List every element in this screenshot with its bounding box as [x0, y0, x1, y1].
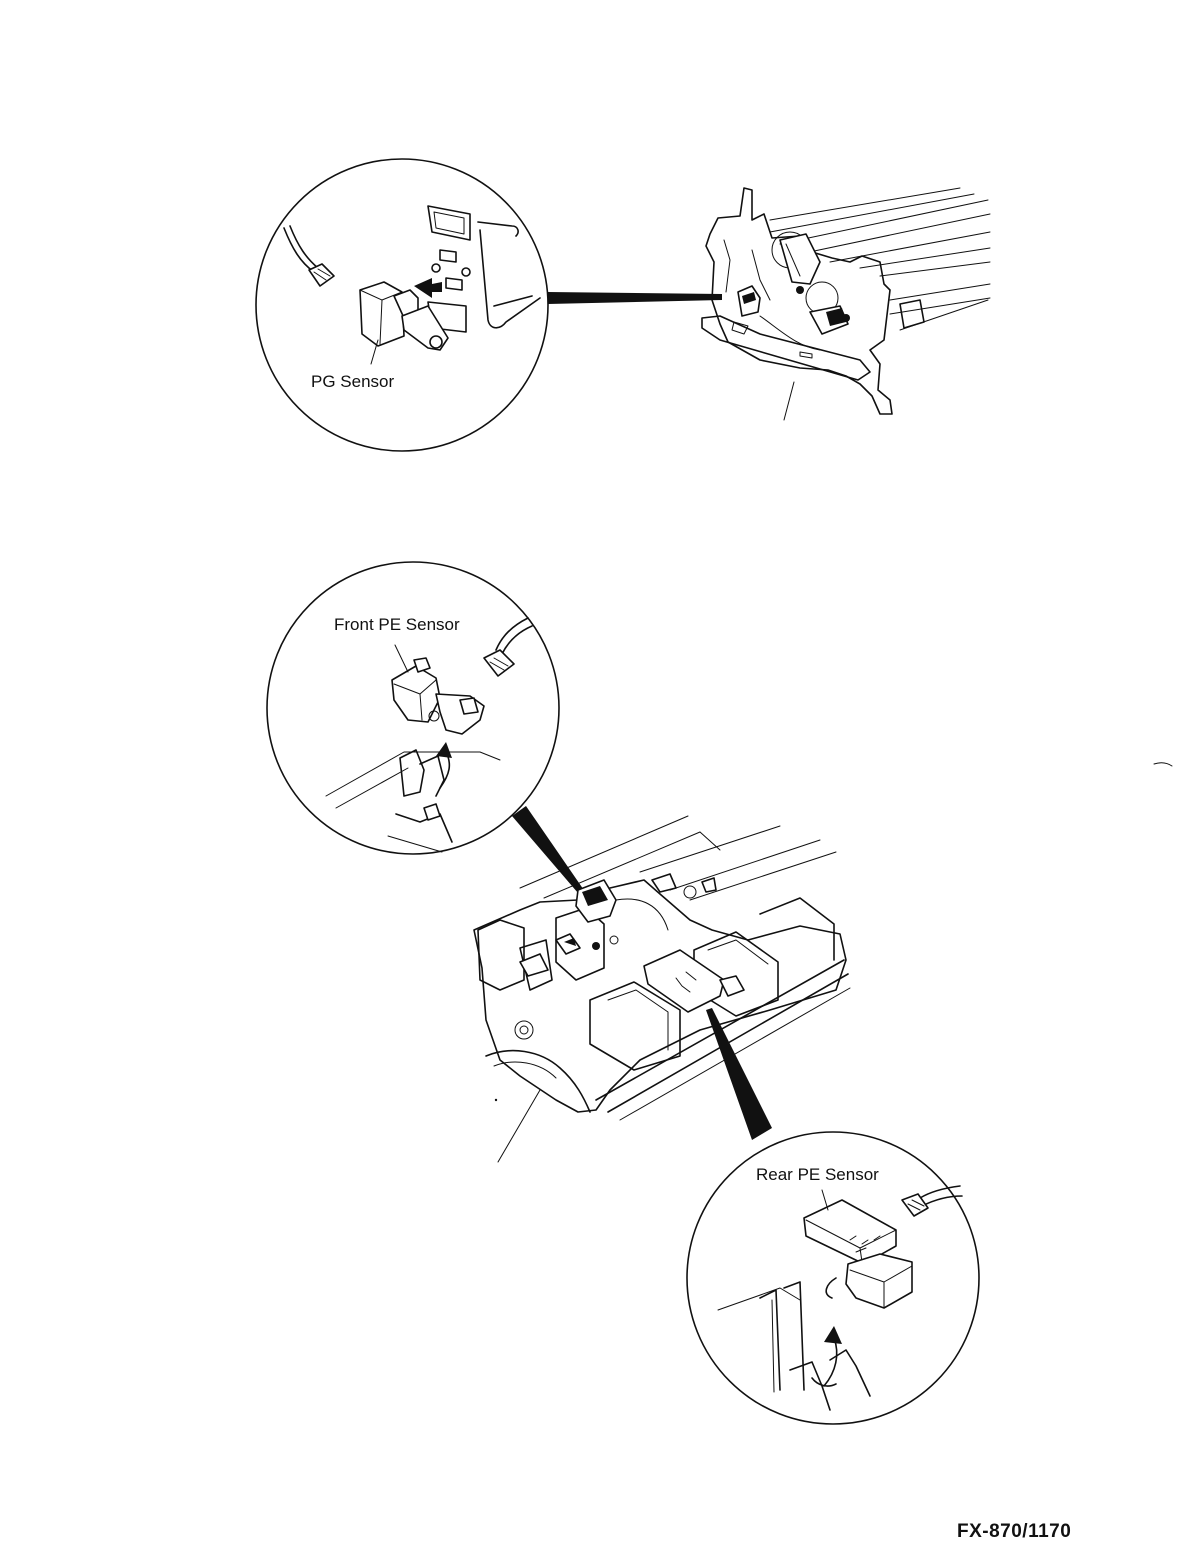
pg-callout-leader	[548, 292, 722, 304]
front-pe-sensor-label: Front PE Sensor	[334, 615, 460, 635]
pg-sensor-detail-circle	[256, 159, 548, 451]
pg-sensor-label: PG Sensor	[311, 372, 394, 392]
rear-pe-callout-leader	[706, 1008, 772, 1140]
printer-frame-assembly	[702, 188, 990, 420]
model-number-footer: FX-870/1170	[957, 1521, 1071, 1543]
stray-mark	[1154, 763, 1172, 766]
pg-sensor-assembly-group	[256, 159, 990, 451]
lower-frame-assembly	[474, 816, 850, 1162]
front-pe-sensor-group	[267, 562, 588, 900]
rear-pe-sensor-label: Rear PE Sensor	[756, 1165, 879, 1185]
rear-pe-sensor-group	[687, 1008, 979, 1424]
front-pe-callout-leader	[512, 806, 588, 900]
front-pe-sensor-detail-circle	[267, 562, 559, 854]
